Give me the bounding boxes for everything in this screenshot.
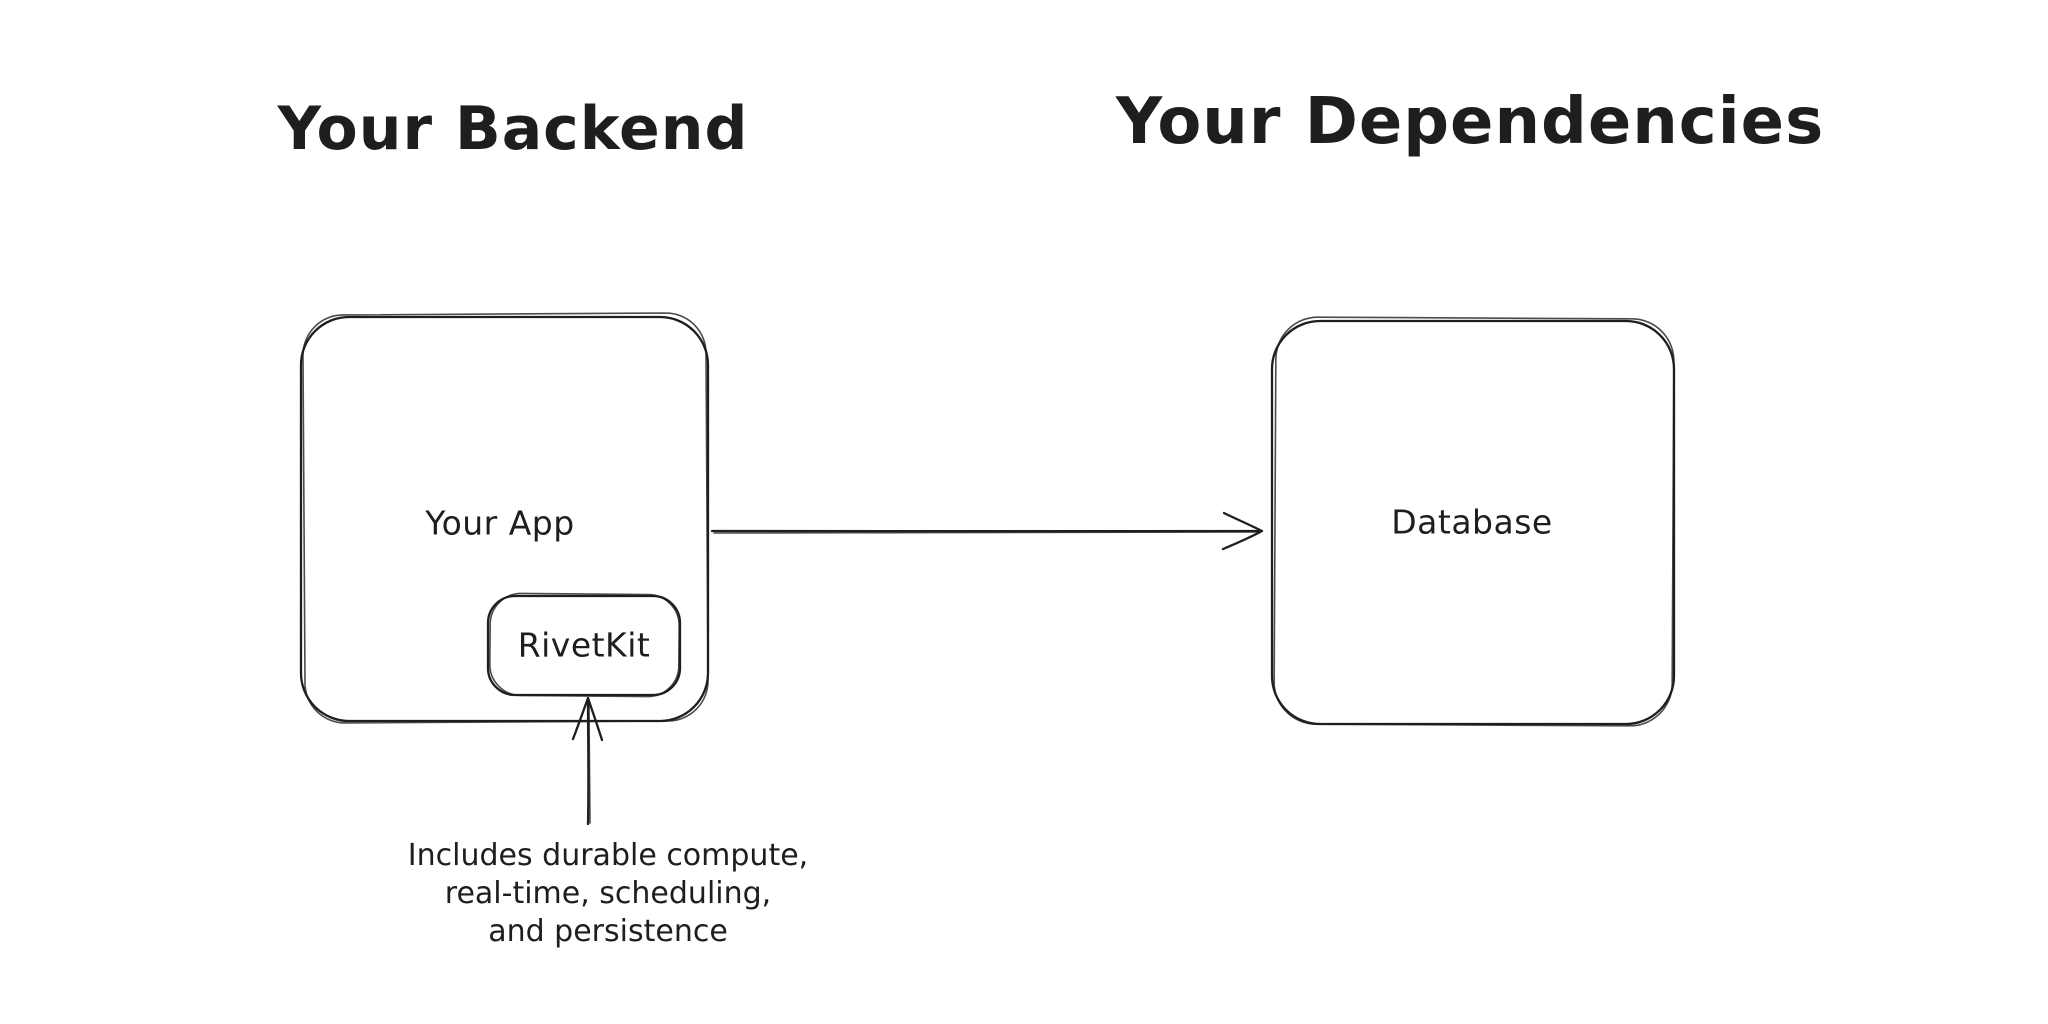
app-to-database-arrow-sketch-stroke [713, 531, 1259, 534]
database-box-sketch-stroke [1273, 316, 1675, 727]
app-to-database-arrow [710, 511, 1264, 551]
app-to-database-arrowhead [1221, 511, 1264, 551]
your-app-box-sketch-stroke [302, 312, 709, 724]
database-box-label: Database [1391, 502, 1553, 542]
rivetkit-box [486, 592, 682, 698]
rivetkit-box-label: RivetKit [517, 625, 651, 665]
rivetkit-annotation-line-1: Includes durable compute, [407, 838, 809, 873]
rivetkit-box-outline [486, 594, 682, 697]
rivetkit-annotation: Includes durable compute, real-time, sch… [408, 837, 808, 951]
annotation-arrow-sketch-stroke [588, 700, 591, 824]
your-app-box [299, 312, 710, 724]
your-app-box-outline [299, 315, 710, 723]
dependencies-section-title: Your Dependencies [1115, 85, 1825, 159]
backend-section-title: Your Backend [277, 94, 749, 164]
database-box-outline [1270, 319, 1676, 726]
annotation-to-rivetkit-arrow [571, 696, 604, 826]
your-app-box-label: Your App [425, 503, 575, 543]
rivetkit-annotation-line-2: real-time, scheduling, [444, 876, 772, 911]
database-box [1270, 316, 1676, 727]
app-to-database-arrow-line [710, 529, 1262, 533]
rivetkit-annotation-line-3: and persistence [488, 914, 728, 949]
rivetkit-box-sketch-stroke [489, 592, 680, 698]
annotation-arrowhead [571, 696, 604, 742]
